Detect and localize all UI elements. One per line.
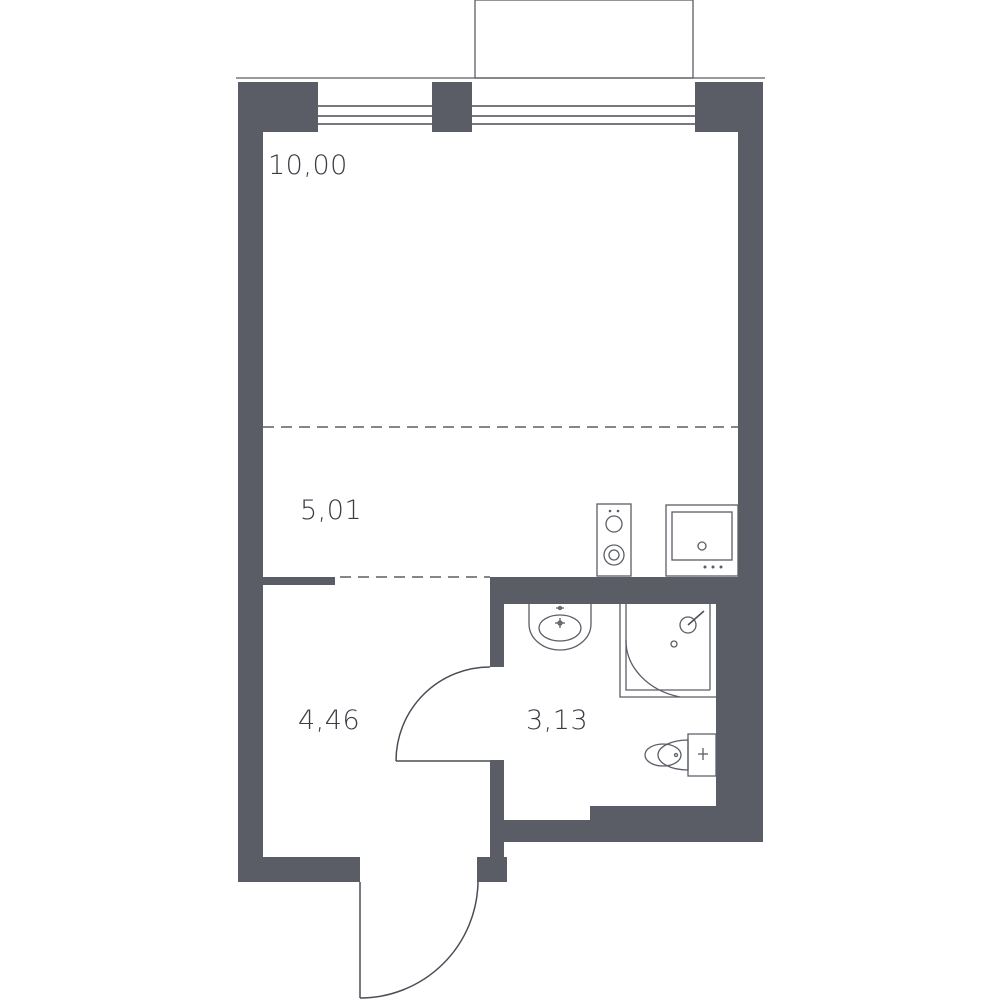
bathroom-door-icon [395,666,491,762]
balcony-icon [474,0,694,79]
room-area-kitchen: 5,01 [300,495,362,526]
washbasin-icon [528,604,592,651]
walls [238,82,763,882]
room-area-hallway: 4,46 [298,705,360,736]
window-icon [318,82,695,132]
entrance-door-icon [359,881,479,999]
room-area-bathroom: 3,13 [526,705,588,736]
stove-icon [596,503,632,577]
room-area-living: 10,00 [268,150,348,181]
sink-icon [665,504,739,577]
toilet-icon [644,733,717,777]
shower-icon [619,604,716,698]
